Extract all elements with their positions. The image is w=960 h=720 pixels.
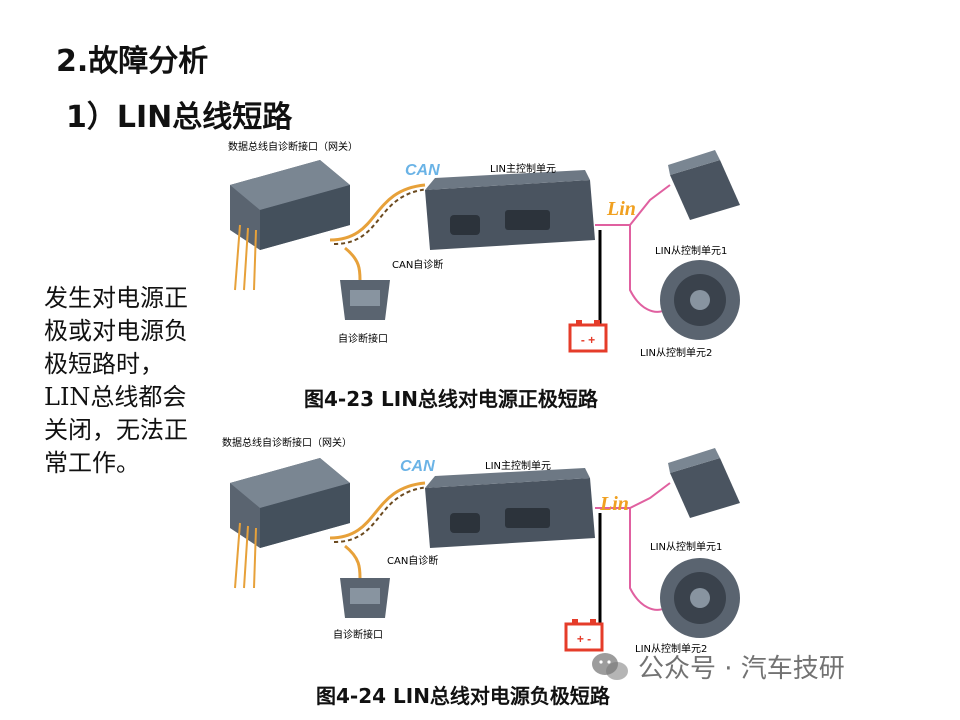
- battery-icon: [568, 320, 608, 353]
- can-logo: CAN: [400, 458, 435, 475]
- slave1-label: LIN从控制单元1: [655, 246, 728, 257]
- gateway-label: 数据总线自诊断接口（网关）: [228, 142, 358, 153]
- slave1-label: LIN从控制单元1: [650, 542, 723, 553]
- wechat-icon: [592, 652, 628, 680]
- figure-4-23-drawing: - + CAN Lin: [230, 150, 740, 353]
- lin-slave-unit-1-icon: [668, 448, 740, 518]
- lin-logo: Lin: [599, 493, 629, 515]
- lin-slave-unit-1-icon: [668, 150, 740, 220]
- can-logo: CAN: [405, 162, 440, 179]
- section-heading: 2.故障分析: [56, 44, 209, 79]
- master-label: LIN主控制单元: [485, 461, 552, 472]
- diag-port-label: 自诊断接口: [338, 334, 388, 345]
- battery-icon: [564, 619, 604, 652]
- watermark: 公众号 · 汽车技研: [590, 648, 845, 685]
- gateway-module-icon: [230, 160, 350, 291]
- diagnostic-port-icon: [340, 280, 390, 320]
- lin-slave-unit-2-icon: [660, 260, 740, 340]
- battery-sign: - +: [581, 333, 595, 347]
- lin-master-unit-icon: [425, 170, 595, 250]
- can-diag-label: CAN自诊断: [387, 556, 439, 567]
- figure-4-23-diagram: - + CAN Lin 数据总线自诊断接口（网关） LIN主控制单元 LIN从控…: [210, 130, 750, 370]
- gateway-label: 数据总线自诊断接口（网关）: [222, 438, 352, 449]
- battery-sign: + -: [577, 632, 591, 646]
- lin-master-unit-icon: [425, 468, 595, 548]
- lin-logo: Lin: [606, 198, 636, 220]
- figure-4-23-caption: 图4-23 LIN总线对电源正极短路: [304, 387, 598, 411]
- description-text: 发生对电源正极或对电源负极短路时，LIN总线都会关闭，无法正常工作。: [44, 284, 188, 477]
- watermark-text: 公众号 · 汽车技研: [638, 654, 845, 684]
- lin-slave-unit-2-icon: [660, 558, 740, 638]
- subsection-heading: 1）LIN总线短路: [66, 100, 293, 135]
- figure-4-24-diagram: + - CAN Lin 数据总线自诊断接口（网关） LIN主控制单元 LIN从控…: [210, 428, 750, 668]
- slave2-label: LIN从控制单元2: [640, 348, 713, 359]
- figure-4-24-drawing: + - CAN Lin: [230, 448, 740, 652]
- slave2-label: LIN从控制单元2: [635, 644, 708, 655]
- diagnostic-port-icon: [340, 578, 390, 618]
- can-diag-label: CAN自诊断: [392, 260, 444, 271]
- master-label: LIN主控制单元: [490, 164, 557, 175]
- diag-port-label: 自诊断接口: [333, 630, 383, 641]
- gateway-module-icon: [230, 458, 350, 589]
- figure-4-24-caption: 图4-24 LIN总线对电源负极短路: [316, 684, 610, 708]
